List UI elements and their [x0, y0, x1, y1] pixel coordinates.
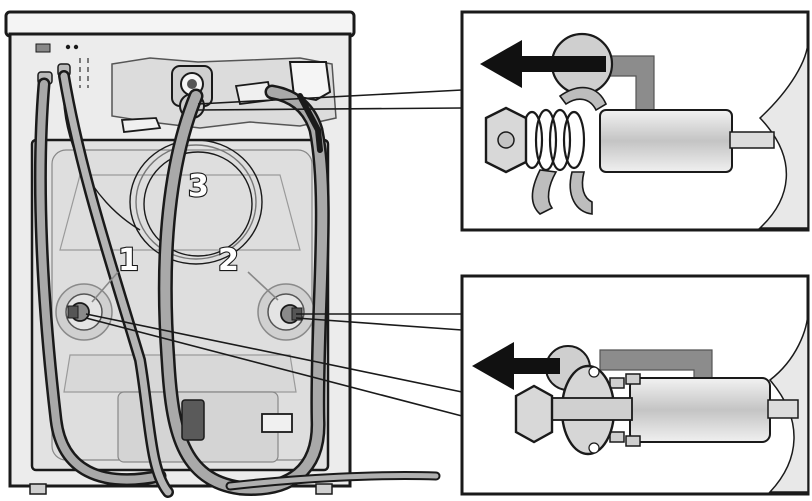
leader-line-bolt2-lower	[295, 317, 463, 331]
spacer-rod	[629, 377, 771, 443]
retaining-disc-notch	[588, 442, 600, 454]
water-inlet-core	[187, 79, 197, 89]
spacer-rod	[599, 109, 733, 173]
inlet-hose-left-fill	[36, 80, 164, 484]
bracket-left-icon	[120, 117, 162, 133]
callout-pointer-1	[91, 271, 119, 303]
power-connector-icon	[288, 61, 332, 102]
pull-direction-arrow-top	[480, 40, 606, 88]
callout-pointer-2	[247, 271, 279, 301]
spacer-rod-tip	[767, 399, 799, 419]
detail-panel-bottom	[460, 274, 810, 496]
mains-cable	[297, 93, 323, 153]
hex-bolt-head	[514, 384, 554, 444]
indicator-dot-icon	[73, 44, 79, 50]
leader-line-bolt1-upper	[85, 313, 463, 393]
inlet-hose-right-fill	[60, 72, 172, 496]
hex-bolt-center	[497, 131, 515, 149]
bolt-shaft	[547, 397, 633, 421]
leader-lines	[85, 89, 463, 417]
hose-clamp	[181, 399, 205, 441]
machine-foot-left	[29, 483, 47, 495]
indicator-dot-icon	[65, 44, 71, 50]
machine-foot-right	[315, 483, 333, 495]
panel-rib-upper	[59, 174, 301, 251]
callout-number-2: 2	[218, 243, 239, 278]
transport-bolt-2	[257, 283, 315, 341]
panel-rib-lower	[63, 354, 297, 393]
clip-arm-lower-right	[569, 171, 593, 215]
transport-bolt-1	[55, 283, 113, 341]
leader-line-top-lower	[197, 107, 463, 111]
cabinet-wall-section	[758, 39, 809, 229]
clip-arm-upper	[558, 86, 608, 112]
retaining-disc-notch	[588, 366, 600, 378]
leader-line-top-upper	[197, 89, 463, 105]
drain-bracket-bottom	[261, 413, 293, 433]
spacer-rod-tip	[729, 131, 775, 149]
pull-direction-arrow-bottom	[472, 342, 560, 390]
callout-number-1: 1	[118, 243, 139, 278]
label-plate-icon	[35, 43, 51, 53]
leader-line-bolt1-lower	[85, 317, 463, 417]
coiled-power-cable	[129, 139, 263, 265]
clip-arm-lower-left	[531, 169, 558, 215]
machine-top-lid	[4, 10, 356, 38]
callout-number-3: 3	[188, 169, 209, 204]
clip-teeth	[609, 373, 641, 447]
floor-cable-fill	[227, 473, 439, 489]
detail-panel-top	[460, 10, 810, 232]
